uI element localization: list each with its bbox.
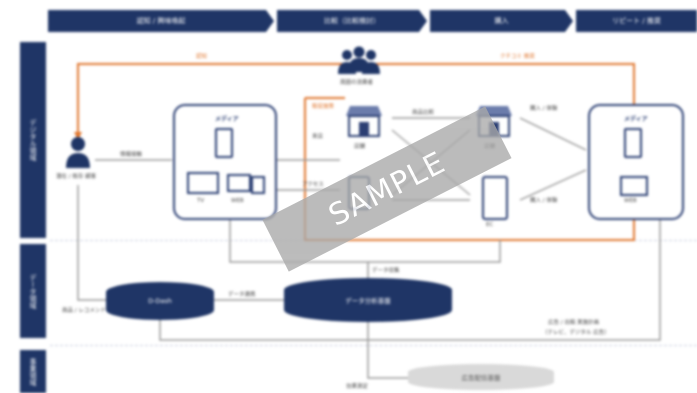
label-data-input: データ収集: [372, 268, 400, 274]
web-label: WEB: [624, 198, 637, 204]
person-icon: [64, 136, 92, 170]
tv-label: TV: [197, 198, 205, 204]
store-icon: [344, 104, 384, 138]
store-label: 店舗: [354, 144, 366, 150]
label-info-contact: 情報接触: [120, 152, 143, 158]
db-left: D-Dash: [106, 282, 214, 320]
web-label: WEB: [231, 198, 244, 204]
label-bottom-note-2: （テレビ、デジタル 広告）: [542, 330, 610, 336]
phase-repeat: リピート / 推奨: [576, 10, 697, 32]
group-icon: [336, 46, 382, 76]
lane-divider: [50, 345, 697, 346]
lane-data: データ領域: [20, 244, 46, 338]
tablet-icon: [251, 176, 265, 194]
pc-icon: [227, 174, 251, 192]
influencers-label: 周囲の消費者: [340, 80, 374, 86]
label-promo: 販促施策: [312, 104, 335, 110]
ec-cart-icon: [482, 176, 508, 220]
smartphone-icon: [624, 128, 642, 158]
phase-comparison: 比較（比較検討）: [277, 10, 427, 32]
label-rec: 商品 / レコメンド: [62, 308, 106, 314]
label-top-right: クチコミ 推奨: [500, 54, 535, 60]
label-purchase-1: 購入 / 体験: [530, 106, 558, 112]
media-title: メディア: [624, 116, 648, 123]
label-access: アクセス: [302, 182, 324, 188]
consumer-label: 潜在 / 既存 顧客: [56, 174, 97, 180]
label-bottom-note-1: 広告 / 出稿 実施計画: [548, 320, 600, 326]
media-title: メディア: [215, 116, 239, 123]
pc-icon: [620, 176, 648, 196]
lane-digital: デジタル領域: [20, 42, 46, 238]
label-product-compare: 商品比較: [412, 110, 435, 116]
media-box-repeat: メディア WEB: [588, 104, 684, 220]
ec-label: EC: [486, 222, 494, 228]
phase-purchase: 購入: [430, 10, 573, 32]
label-data-link: データ連携: [228, 292, 256, 298]
phase-awareness: 認知 / 興味喚起: [48, 10, 274, 32]
tv-icon: [187, 172, 219, 194]
lane-bottom: 事業領域: [20, 350, 46, 393]
db-bottom: 広告配信基盤: [408, 364, 554, 390]
label-store-visit: 来店: [312, 134, 324, 140]
db-center: データ分析基盤: [284, 278, 452, 322]
media-box: メディア TV WEB: [173, 104, 277, 220]
label-purchase-2: 購入 / 体験: [530, 198, 558, 204]
smartphone-icon: [215, 128, 233, 158]
label-top-left: 認知: [196, 54, 208, 60]
label-measure: 効果測定: [346, 384, 369, 390]
